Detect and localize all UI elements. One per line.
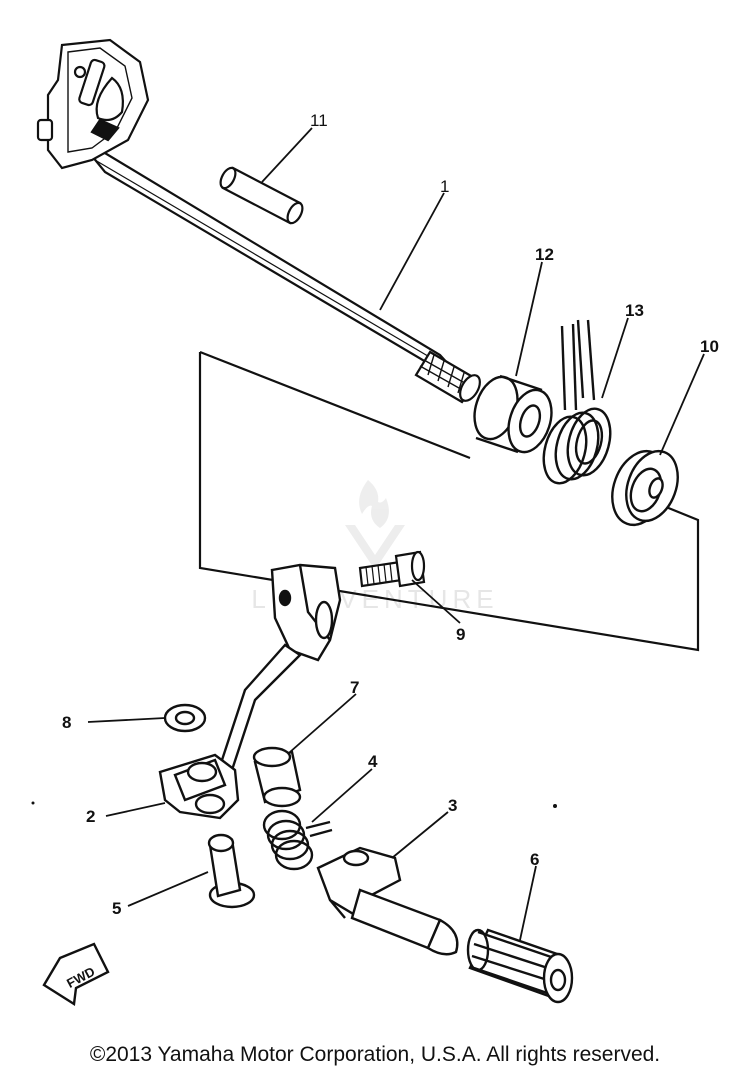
- label-8: 8: [62, 713, 71, 732]
- part-4-spring: [262, 809, 333, 871]
- label-2: 2: [86, 807, 95, 826]
- part-12-collar: [473, 374, 553, 454]
- label-6: 6: [530, 850, 539, 869]
- label-4: 4: [368, 752, 378, 771]
- part-6-rubber-grip: [466, 928, 574, 1004]
- part-7-collar: [252, 746, 302, 808]
- stray-marks: [31, 801, 557, 808]
- part-2-shift-pedal: [158, 563, 342, 820]
- label-13: 13: [625, 301, 644, 320]
- part-8-washer: [163, 703, 207, 733]
- part-1-shift-shaft: [36, 38, 481, 404]
- label-1: 1: [440, 177, 449, 196]
- label-10: 10: [700, 337, 719, 356]
- label-7: 7: [350, 678, 359, 697]
- part-10-oil-seal: [611, 449, 679, 526]
- label-5: 5: [112, 899, 121, 918]
- part-11-pin: [219, 166, 304, 225]
- part-9-bolt: [358, 550, 426, 588]
- callout-labels: 11 1 12 13 10 9 7 8 4 2 3 6 5: [62, 111, 719, 918]
- copyright-notice: ©2013 Yamaha Motor Corporation, U.S.A. A…: [89, 1043, 661, 1066]
- assembly-bracket: [198, 350, 700, 652]
- forward-direction-arrow: FWD: [42, 942, 110, 1007]
- leader-lines: [87, 127, 705, 941]
- part-3-foot-peg: [316, 846, 459, 956]
- label-3: 3: [448, 796, 457, 815]
- label-11: 11: [310, 111, 328, 130]
- part-5-bushing: [207, 833, 256, 909]
- label-9: 9: [456, 625, 465, 644]
- label-12: 12: [535, 245, 554, 264]
- part-13-spring: [542, 319, 612, 485]
